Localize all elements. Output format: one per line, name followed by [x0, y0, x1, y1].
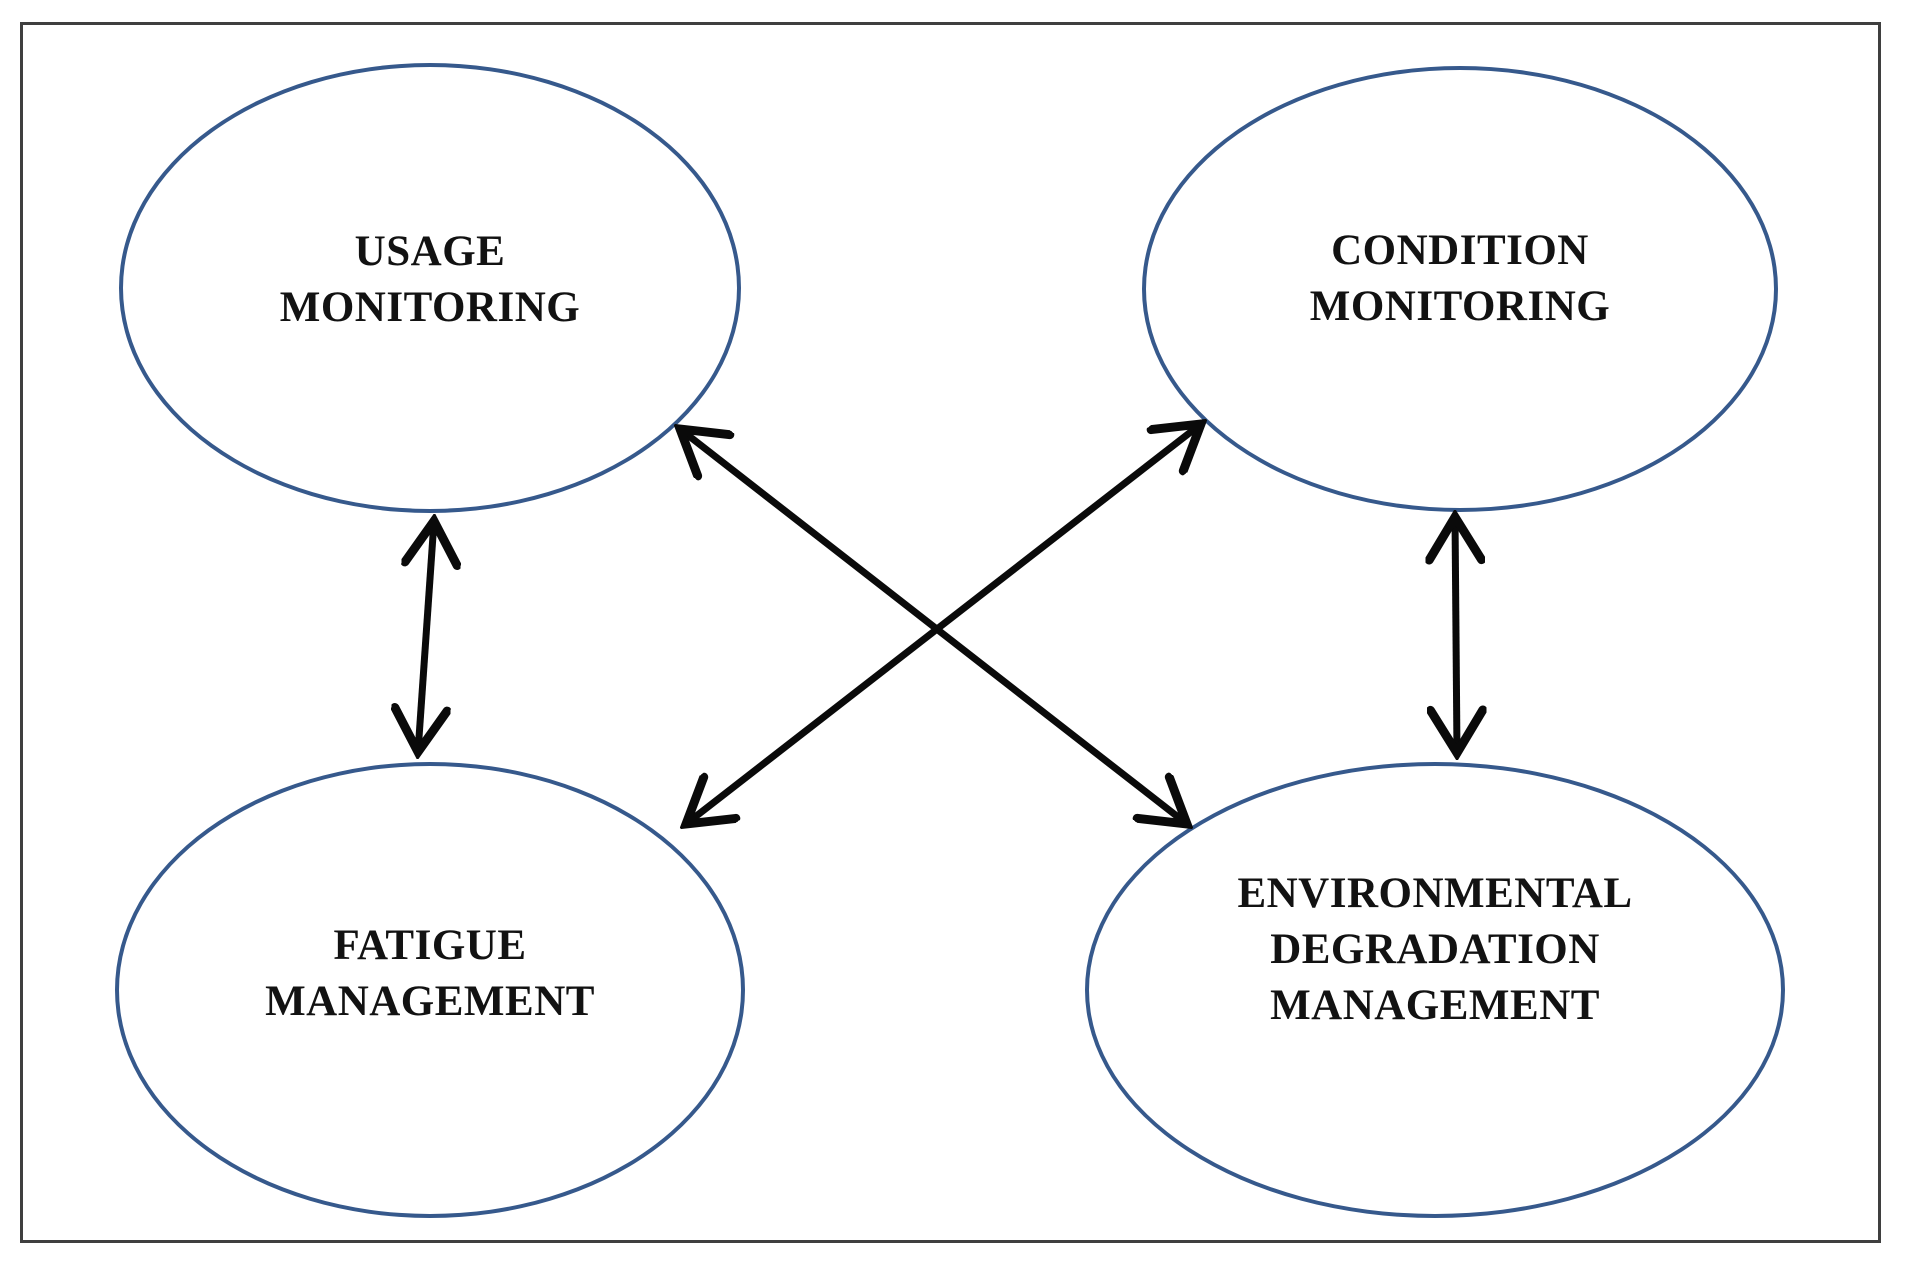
node-usage-monitoring: USAGE MONITORING: [119, 63, 741, 513]
node-usage-monitoring-label: USAGE MONITORING: [279, 228, 581, 331]
node-fatigue-management: FATIGUE MANAGEMENT: [115, 762, 745, 1218]
node-fatigue-management-label: FATIGUE MANAGEMENT: [265, 922, 595, 1025]
node-environmental-degradation-management: ENVIRONMENTAL DEGRADATION MANAGEMENT: [1085, 762, 1785, 1218]
node-condition-monitoring: CONDITION MONITORING: [1142, 66, 1778, 512]
node-environmental-degradation-management-label: ENVIRONMENTAL DEGRADATION MANAGEMENT: [1237, 870, 1633, 1029]
node-condition-monitoring-label: CONDITION MONITORING: [1309, 227, 1611, 330]
